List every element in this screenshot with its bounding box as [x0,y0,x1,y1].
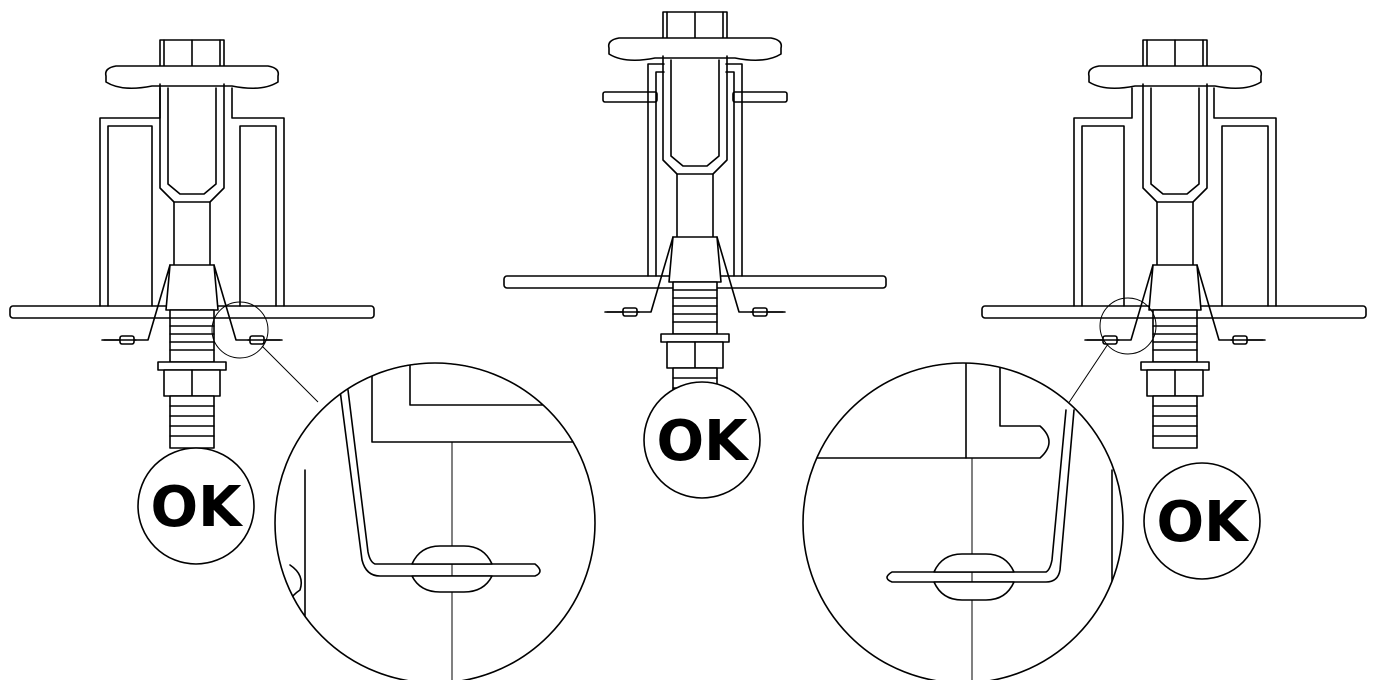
channel-left-inner [107,125,153,307]
bolt-assembly-right [1084,39,1266,449]
ok-badge-right: OK [1143,462,1261,580]
ok-badge-center: OK [643,381,761,499]
ok-label-right: OK [1157,490,1251,555]
callout-circle-right [1099,297,1157,355]
ok-label-center: OK [657,409,751,474]
bolt-assembly-center [604,11,786,421]
channel-left-outer [99,87,161,307]
assembly-center [503,11,887,421]
channel-right-outer [231,87,285,307]
assembly-right [981,39,1367,449]
assembly-left [9,39,375,449]
detail-magnifier-left [274,362,596,680]
bolt-assembly-left [101,39,283,449]
callout-circle-left [211,301,269,359]
detail-magnifier-right [802,362,1124,680]
ok-badge-left: OK [137,447,255,565]
ok-label-left: OK [151,475,245,540]
